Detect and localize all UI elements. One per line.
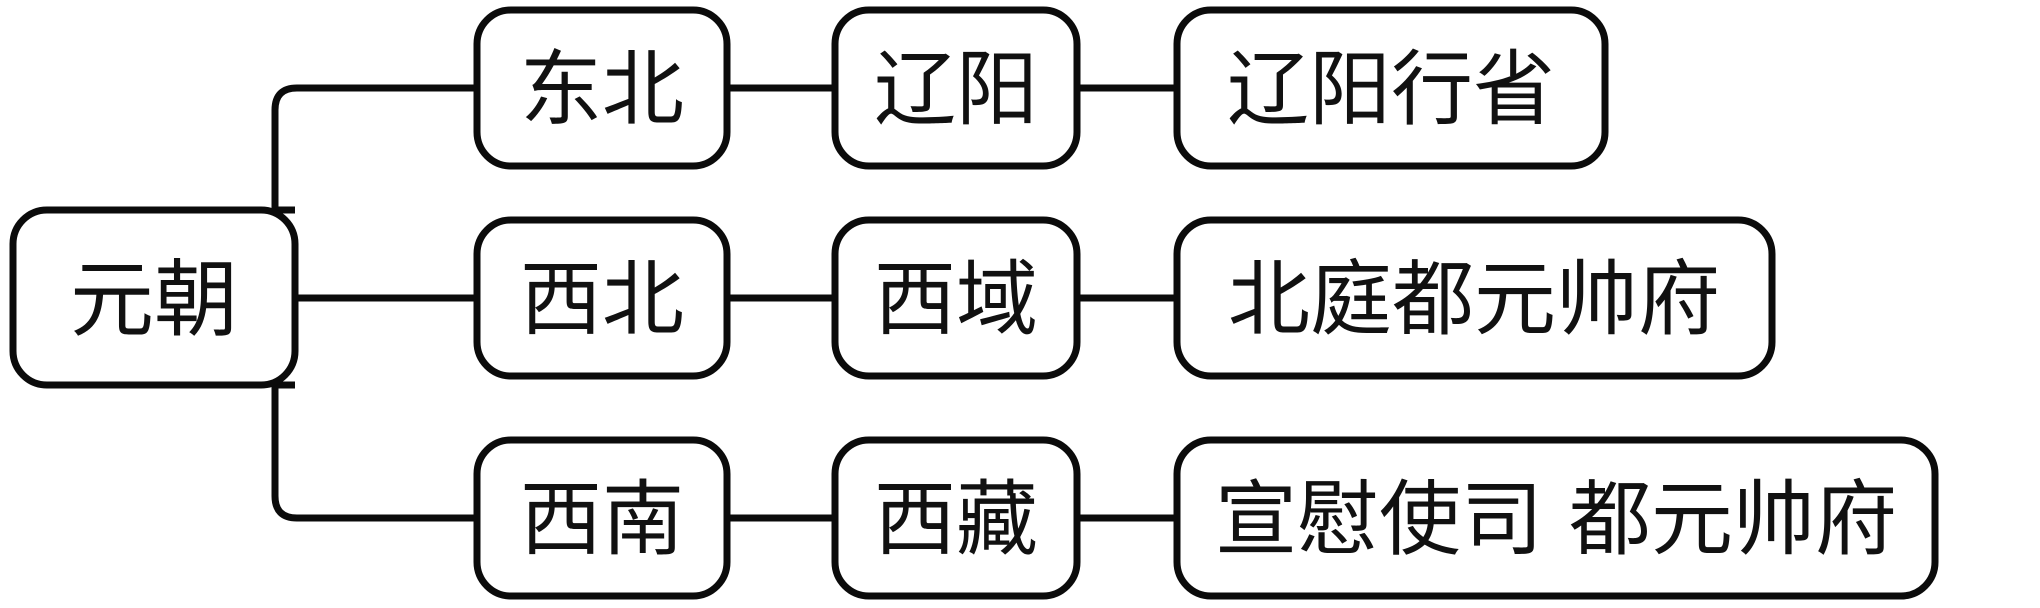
node-place-xizang[interactable]: 西藏 <box>831 436 1081 600</box>
node-region-northeast-box[interactable] <box>473 6 731 170</box>
node-institution-beitingduyuanshuaifu-box[interactable] <box>1173 216 1776 380</box>
node-institution-liaoyangxingsheng-label: 辽阳行省 <box>1227 43 1555 138</box>
node-institution-xuanweishisiduyuanshuaifu[interactable]: 宣慰使司 都元帅府 <box>1173 436 1939 600</box>
node-root-label: 元朝 <box>70 251 238 349</box>
node-region-northwest-label: 西北 <box>520 253 684 348</box>
node-place-xiyu-label: 西域 <box>874 253 1038 348</box>
node-region-southwest-label: 西南 <box>520 473 684 568</box>
connector-root-to-southwest <box>271 381 477 522</box>
connector-group <box>271 84 1177 522</box>
node-place-liaoyang-label: 辽阳 <box>874 43 1038 138</box>
node-place-liaoyang[interactable]: 辽阳 <box>831 6 1081 170</box>
node-institution-liaoyangxingsheng[interactable]: 辽阳行省 <box>1173 6 1609 170</box>
node-place-xizang-label: 西藏 <box>874 473 1038 568</box>
node-institution-xuanweishisiduyuanshuaifu-label: 宣慰使司 都元帅府 <box>1215 473 1897 568</box>
node-region-southwest-box[interactable] <box>473 436 731 600</box>
node-region-northwest-box[interactable] <box>473 216 731 380</box>
node-place-xiyu[interactable]: 西域 <box>831 216 1081 380</box>
node-institution-beitingduyuanshuaifu[interactable]: 北庭都元帅府 <box>1173 216 1776 380</box>
connector-root-to-northeast <box>271 84 477 214</box>
node-institution-liaoyangxingsheng-box[interactable] <box>1173 6 1609 170</box>
node-place-liaoyang-box[interactable] <box>831 6 1081 170</box>
node-institution-xuanweishisiduyuanshuaifu-box[interactable] <box>1173 436 1939 600</box>
node-place-xizang-box[interactable] <box>831 436 1081 600</box>
node-region-northeast-label: 东北 <box>520 43 684 138</box>
node-institution-beitingduyuanshuaifu-label: 北庭都元帅府 <box>1228 253 1720 348</box>
node-place-xiyu-box[interactable] <box>831 216 1081 380</box>
node-region-southwest[interactable]: 西南 <box>473 436 731 600</box>
node-region-northeast[interactable]: 东北 <box>473 6 731 170</box>
node-region-northwest[interactable]: 西北 <box>473 216 731 380</box>
node-root[interactable]: 元朝 <box>9 206 299 389</box>
node-root-box[interactable] <box>9 206 299 389</box>
